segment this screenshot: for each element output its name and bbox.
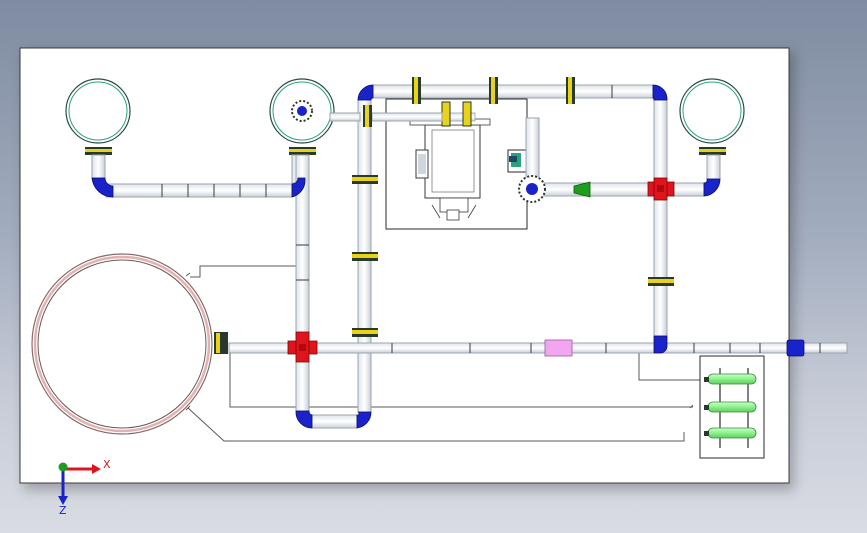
- flange-loop-3: [352, 328, 378, 337]
- pipe-bottom-u: [311, 414, 358, 429]
- pump-skid[interactable]: [385, 98, 531, 230]
- x-axis-label: X: [103, 458, 111, 471]
- flange-loop-1: [352, 175, 378, 184]
- flanges: [352, 77, 674, 337]
- pipe-left-header: [105, 183, 293, 198]
- coupling-sleeve[interactable]: [544, 339, 573, 357]
- elbow-bottom-left: [295, 410, 313, 429]
- elbow-top-right: [652, 84, 668, 101]
- center-filter[interactable]: [269, 78, 335, 155]
- pipe-left-filter-leg: [91, 154, 106, 179]
- z-axis-arrow: [58, 496, 68, 505]
- coil-tube-2: [707, 401, 757, 413]
- elbows: [91, 84, 805, 429]
- elbow-loop-top-left: [357, 84, 374, 101]
- pipe-right-horizontal: [535, 182, 705, 197]
- elbow-center-header: [291, 177, 306, 198]
- left-filter[interactable]: [65, 78, 131, 155]
- coil-tube-3: [707, 427, 757, 439]
- end-cap-right: [786, 339, 805, 357]
- pipe-right-filter-leg: [706, 154, 721, 180]
- pipe-skid-stub: [525, 117, 540, 181]
- axis-triad: X Z: [58, 458, 111, 517]
- flange-top-1: [412, 77, 421, 104]
- flange-right-vertical: [648, 277, 674, 286]
- flange-skid-inlet: [363, 105, 372, 127]
- cross-main[interactable]: [287, 331, 318, 363]
- pipe-skid-inlet: [329, 112, 361, 122]
- cross-right[interactable]: [647, 177, 675, 201]
- pipe-segment-ticks: [161, 85, 821, 353]
- pipe-right-vertical: [653, 99, 668, 337]
- coil-heat-exchanger[interactable]: [699, 355, 765, 459]
- x-axis-arrow: [92, 464, 101, 474]
- right-filter[interactable]: [679, 78, 745, 155]
- elbow-right-bottom: [653, 335, 668, 354]
- coil-tube-1: [707, 373, 757, 385]
- elbow-right-filter: [703, 178, 721, 197]
- flange-top-3: [566, 77, 575, 104]
- z-axis-label: Z: [59, 504, 67, 517]
- pipe-skid-inlet-b: [371, 112, 443, 122]
- elbow-left-filter: [91, 177, 114, 198]
- pipe-main-header: [228, 342, 848, 354]
- pump-volute[interactable]: [518, 175, 546, 203]
- y-axis-dot: [58, 462, 68, 472]
- storage-tank[interactable]: [31, 253, 228, 435]
- reducer[interactable]: [573, 181, 591, 198]
- flange-loop-2: [352, 252, 378, 261]
- elbow-bottom-right: [356, 411, 372, 429]
- flange-top-2: [489, 77, 498, 104]
